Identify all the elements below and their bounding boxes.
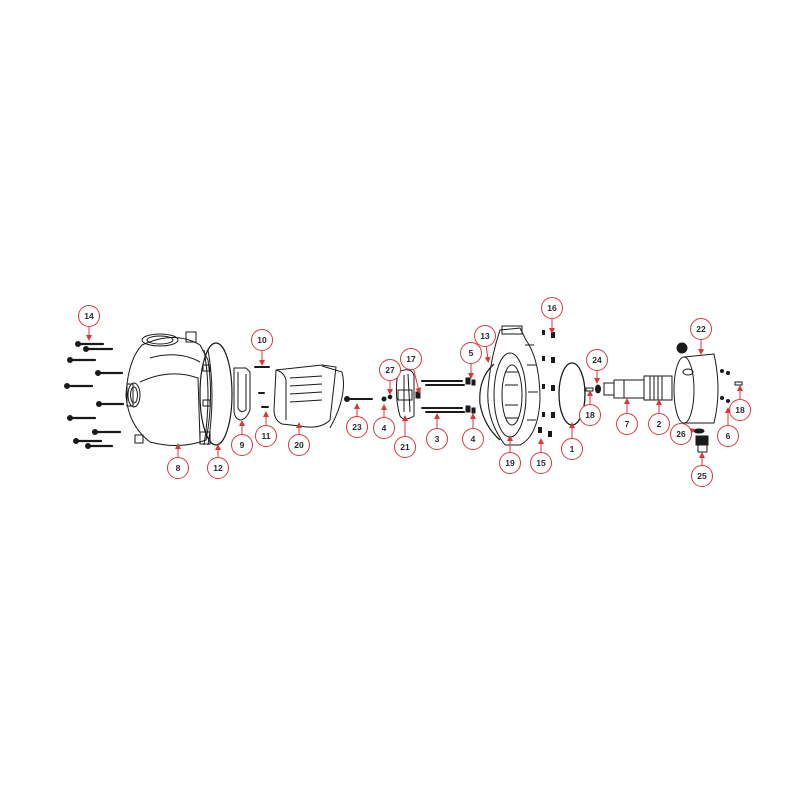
callout-27: 27 — [379, 359, 401, 381]
drain-plug-part-25 — [695, 435, 709, 453]
callout-16: 16 — [541, 297, 563, 319]
diffuser-part-20 — [273, 364, 344, 429]
screw-part-11 — [258, 392, 269, 408]
o-ring-part-12 — [199, 342, 233, 446]
callout-20: 20 — [288, 434, 310, 456]
wear-plate-part-9 — [233, 367, 251, 421]
callout-8: 8 — [167, 457, 189, 479]
key-part-18 — [585, 387, 594, 392]
callout-15: 15 — [530, 452, 552, 474]
callout-18: 18 — [579, 404, 601, 426]
gasket-part-13 — [479, 363, 501, 441]
nuts-part-15 — [538, 427, 552, 437]
impeller-part-21 — [395, 369, 415, 420]
callout-23: 23 — [346, 416, 368, 438]
callout-3: 3 — [426, 428, 448, 450]
callout-22: 22 — [690, 318, 712, 340]
callout-14: 14 — [78, 305, 100, 327]
callout-10: 10 — [251, 329, 273, 351]
motor-bracket-part-22 — [673, 342, 719, 424]
bolts-part-14 — [65, 342, 125, 448]
backplate-housing-part-19 — [487, 325, 541, 446]
seal-part-24 — [595, 384, 601, 394]
pin-part-18b — [734, 381, 743, 386]
studs-part-3 — [421, 380, 465, 413]
callout-2: 2 — [648, 413, 670, 435]
callout-13: 13 — [474, 325, 496, 347]
washer-part-4 — [381, 396, 387, 402]
callout-26: 26 — [670, 423, 692, 445]
leader-line-17 — [413, 369, 422, 394]
washer-part-26 — [693, 428, 705, 434]
callout-21: 21 — [394, 436, 416, 458]
pump-casing-part-8 — [125, 331, 213, 446]
leader-line-13 — [484, 346, 491, 363]
callout-11: 11 — [255, 425, 277, 447]
seal-part-17 — [415, 391, 421, 399]
leader-lines — [86, 319, 743, 465]
callout-4: 4 — [373, 417, 395, 439]
washer-part-27 — [387, 394, 393, 400]
bearing-sleeve-part-2 — [643, 375, 673, 401]
callout-19: 19 — [499, 452, 521, 474]
shaft-part-7 — [603, 379, 645, 399]
callout-12: 12 — [207, 457, 229, 479]
callout-17: 17 — [400, 348, 422, 370]
nuts-part-16 — [542, 330, 555, 418]
callout-24: 24 — [586, 349, 608, 371]
callout-5: 5 — [460, 342, 482, 364]
callout-4: 4 — [462, 428, 484, 450]
callout-1: 1 — [561, 438, 583, 460]
bolts-part-6 — [720, 369, 730, 403]
callout-18: 18 — [729, 399, 751, 421]
callout-6: 6 — [717, 425, 739, 447]
callout-25: 25 — [691, 465, 713, 487]
callout-9: 9 — [231, 434, 253, 456]
callout-7: 7 — [616, 413, 638, 435]
